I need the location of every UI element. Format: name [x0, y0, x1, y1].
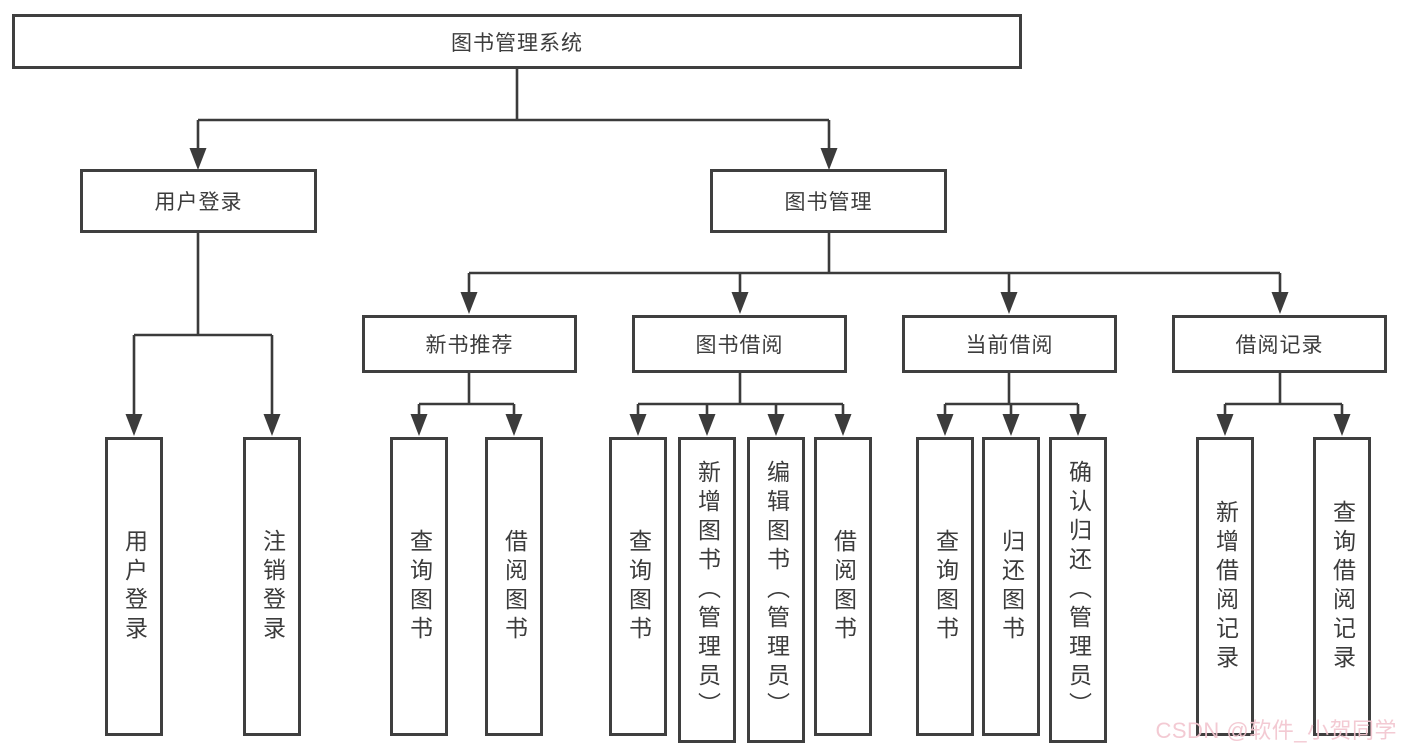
csdn-watermark: CSDN @软件_小贺同学 — [1155, 718, 1397, 743]
node-label: 借阅图书 — [830, 528, 857, 645]
node-leaf-return-books: 归还图书 — [982, 437, 1040, 736]
node-label: 确认归还（管理员） — [1065, 459, 1092, 721]
arrowhead — [1271, 292, 1289, 314]
node-label: 用户登录 — [154, 191, 243, 214]
arrowhead — [834, 414, 852, 436]
arrowhead — [820, 148, 838, 170]
arrowhead — [505, 414, 523, 436]
node-leaf-logout: 注销登录 — [243, 437, 301, 736]
node-leaf-recommend-borrow-books: 借阅图书 — [485, 437, 543, 736]
connector-recommend-split — [417, 373, 516, 416]
arrowhead — [698, 414, 716, 436]
node-label: 图书管理 — [784, 191, 873, 214]
node-label: 当前借阅 — [965, 334, 1054, 357]
node-label: 借阅图书 — [501, 528, 528, 645]
arrowhead — [731, 292, 749, 314]
node-leaf-borrow-books: 借阅图书 — [814, 437, 872, 736]
node-user-login: 用户登录 — [80, 169, 317, 233]
arrowhead — [410, 414, 428, 436]
node-label: 查询图书 — [406, 528, 433, 645]
node-label: 查询图书 — [932, 528, 959, 645]
node-new-book-recommendation: 新书推荐 — [362, 315, 577, 373]
node-label: 图书借阅 — [695, 334, 784, 357]
arrowhead — [189, 148, 207, 170]
arrowhead — [125, 414, 143, 436]
connector-management-split — [467, 233, 1282, 294]
arrowhead — [1333, 414, 1351, 436]
connector-borrow-split — [636, 373, 845, 416]
node-label: 注销登录 — [259, 528, 286, 645]
node-label: 借阅记录 — [1235, 334, 1324, 357]
node-leaf-current-query-books: 查询图书 — [916, 437, 974, 736]
connector-paths — [132, 69, 1344, 416]
node-leaf-confirm-return-admin: 确认归还（管理员） — [1049, 437, 1107, 743]
node-label: 查询图书 — [625, 528, 652, 645]
connector-login-split — [132, 233, 274, 416]
node-label: 新增图书（管理员） — [694, 459, 721, 721]
arrowhead — [460, 292, 478, 314]
node-leaf-borrow-query-books: 查询图书 — [609, 437, 667, 736]
node-book-management: 图书管理 — [710, 169, 947, 233]
node-leaf-recommend-query-books: 查询图书 — [390, 437, 448, 736]
node-current-borrowing: 当前借阅 — [902, 315, 1117, 373]
connector-records-split — [1223, 373, 1344, 416]
node-label: 编辑图书（管理员） — [763, 459, 790, 721]
node-book-borrowing: 图书借阅 — [632, 315, 847, 373]
arrowhead — [263, 414, 281, 436]
connector-root-split — [196, 69, 831, 150]
node-label: 图书管理系统 — [451, 31, 583, 55]
arrowheads — [125, 148, 1351, 436]
node-library-system: 图书管理系统 — [12, 14, 1022, 69]
node-leaf-query-borrow-record: 查询借阅记录 — [1313, 437, 1371, 736]
node-label: 归还图书 — [998, 528, 1025, 645]
node-leaf-user-login: 用户登录 — [105, 437, 163, 736]
arrowhead — [629, 414, 647, 436]
node-label: 新增借阅记录 — [1212, 499, 1239, 674]
node-leaf-add-book-admin: 新增图书（管理员） — [678, 437, 736, 743]
node-leaf-edit-book-admin: 编辑图书（管理员） — [747, 437, 805, 743]
arrowhead — [1002, 414, 1020, 436]
arrowhead — [767, 414, 785, 436]
arrowhead — [1000, 292, 1018, 314]
arrowhead — [1069, 414, 1087, 436]
node-label: 查询借阅记录 — [1329, 499, 1356, 674]
node-label: 用户登录 — [121, 528, 148, 645]
node-borrowing-records: 借阅记录 — [1172, 315, 1387, 373]
node-label: 新书推荐 — [425, 334, 514, 357]
arrowhead — [936, 414, 954, 436]
node-leaf-add-borrow-record: 新增借阅记录 — [1196, 437, 1254, 736]
connector-current-split — [943, 373, 1080, 416]
arrowhead — [1216, 414, 1234, 436]
